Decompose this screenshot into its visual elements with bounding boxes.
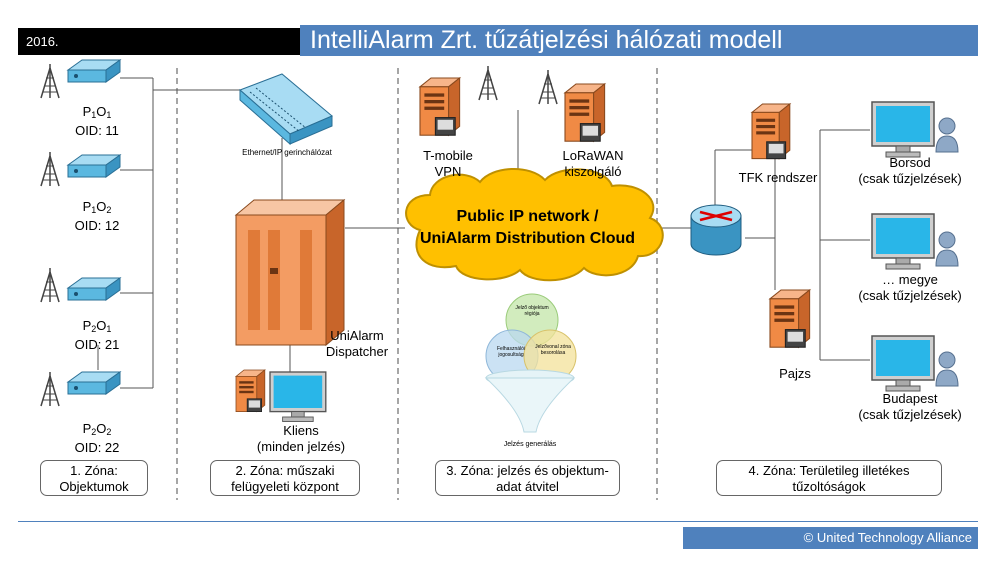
budapest-label: Budapest(csak tűzjelzések)	[858, 391, 962, 422]
client-pc-icon	[235, 369, 266, 413]
megye-label: … megye(csak tűzjelzések)	[858, 272, 962, 303]
object-label: P1O1 OID: 11	[75, 104, 119, 138]
footer-divider	[18, 521, 978, 522]
zone-3-box: 3. Zóna: jelzés és objektum-adat átvitel	[435, 460, 620, 496]
user-icon	[935, 117, 959, 153]
venn-label-region: Jelző objektum régiója	[515, 305, 549, 317]
venn-label-zone: Jelzővonal zóna besorolása	[535, 344, 571, 356]
cloud-label: Public IP network /UniAlarm Distribution…	[419, 208, 636, 247]
venn-diagram-icon	[485, 293, 577, 383]
user-icon	[935, 351, 959, 387]
object-label: P1O2 OID: 12	[74, 199, 120, 233]
venn-label-permission: Felhasználói jogosultság	[496, 346, 526, 358]
copyright-label: © United Technology Alliance	[683, 527, 978, 549]
page-title: IntelliAlarm Zrt. tűzátjelzési hálózati …	[300, 25, 978, 56]
zone-1-box: 1. Zóna:Objektumok	[40, 460, 148, 496]
user-icon	[935, 231, 959, 267]
funnel-icon	[484, 369, 576, 433]
network-switch-icon	[239, 73, 333, 146]
pajzs-server-icon	[769, 289, 811, 348]
modem-icon	[67, 277, 121, 301]
modem-icon	[67, 371, 121, 395]
year-label: 2016.	[18, 28, 300, 55]
modem-icon	[67, 59, 121, 83]
cloud-icon	[405, 167, 664, 282]
antenna-icon	[40, 151, 60, 187]
borsod-label: Borsod(csak tűzjelzések)	[858, 155, 962, 186]
antenna-icon	[40, 267, 60, 303]
antenna-icon	[538, 69, 558, 105]
antenna-icon	[40, 371, 60, 407]
tmobile-server-icon	[419, 77, 461, 136]
tfk-label: TFK rendszer	[738, 170, 818, 185]
budapest-monitor-icon	[871, 335, 935, 392]
dispatcher-server-icon	[234, 198, 346, 347]
pajzs-label: Pajzs	[779, 366, 811, 381]
antenna-icon	[40, 63, 60, 99]
borsod-monitor-icon	[871, 101, 935, 158]
lorawan-server-icon	[564, 83, 606, 142]
funnel-label: Jelzés generálás	[503, 441, 557, 448]
object-label: P2O1 OID: 21	[74, 318, 120, 352]
object-label: P2O2 OID: 22	[74, 421, 120, 455]
ethernet-label: Ethernet/IP gerinchálózat	[242, 148, 332, 157]
antenna-icon	[478, 65, 498, 101]
tfk-server-icon	[751, 103, 791, 160]
client-monitor-icon	[269, 371, 327, 423]
router-icon	[690, 204, 742, 256]
megye-monitor-icon	[871, 213, 935, 270]
client-label: Kliens(minden jelzés)	[256, 423, 346, 454]
modem-icon	[67, 154, 121, 178]
